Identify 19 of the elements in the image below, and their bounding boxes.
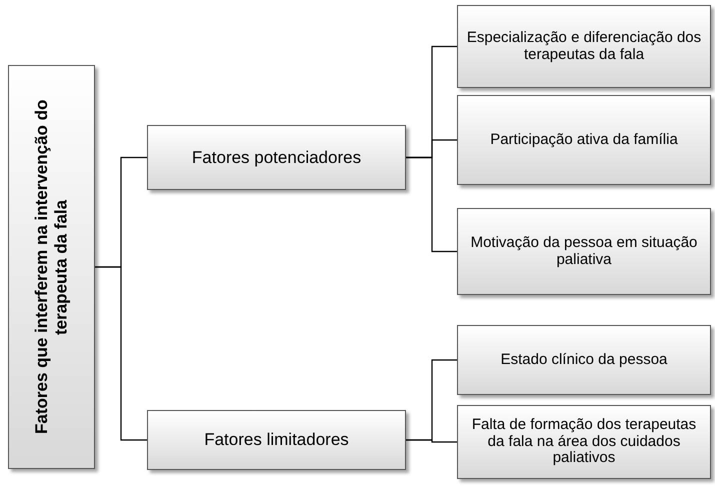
process-box — [8, 65, 95, 469]
process-box — [147, 410, 406, 470]
connector-line — [406, 156, 457, 252]
box-label: Fatores limitadores — [204, 430, 349, 450]
connector-line — [406, 439, 457, 443]
process-box — [457, 95, 711, 185]
box-label: Fatores que interferem na intervenção do terapeuta da fala — [32, 98, 72, 436]
box-label: Falta de formação dos terapeutas da fala na área dos cuidados paliativos — [470, 416, 698, 468]
process-box — [457, 325, 711, 395]
box-label: Motivação da pessoa em situação paliativa — [470, 234, 698, 268]
process-box — [457, 208, 711, 295]
connector-line — [95, 266, 147, 441]
process-box — [457, 405, 711, 479]
box-label: Estado clínico da pessoa — [500, 352, 668, 368]
process-box — [147, 125, 406, 190]
process-box — [457, 5, 711, 88]
box-label: Fatores potenciadores — [192, 148, 362, 168]
box-label: Especialização e diferenciação dos terapeutas da fala — [466, 30, 702, 64]
box-label: Participação ativa da família — [490, 132, 678, 148]
